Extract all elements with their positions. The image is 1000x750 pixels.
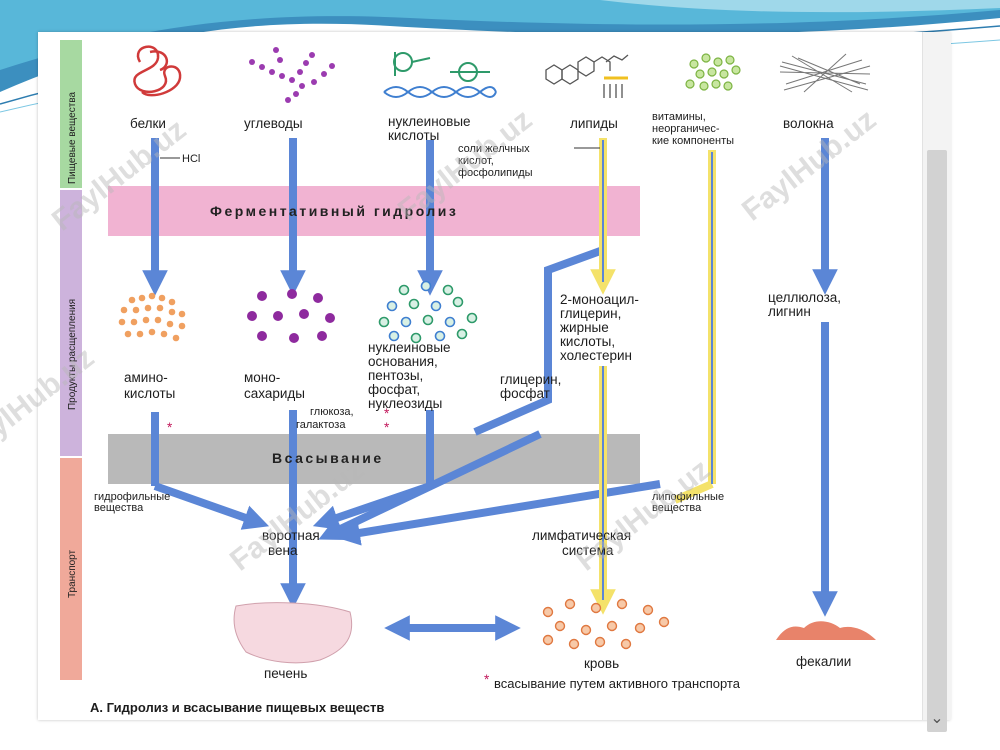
label-mono-1: моно- (244, 370, 280, 385)
nucleic-acid-icon (383, 52, 497, 98)
label-lipophilic-2: вещества (652, 502, 702, 514)
label-amino-1: амино- (124, 370, 168, 385)
legend-text: всасывание путем активного транспорта (494, 676, 741, 691)
label-hydrophilic-1: гидрофильные (94, 491, 170, 503)
monosaccharide-icon (247, 289, 335, 343)
label-hcl: HCl (182, 153, 200, 165)
label-liver: печень (264, 666, 307, 681)
caption: А. Гидролиз и всасывание пищевых веществ (90, 700, 384, 715)
absorption-band (108, 434, 640, 484)
side-bar-nutrients (60, 40, 82, 188)
label-portal-2: вена (268, 543, 298, 558)
label-feces: фекалии (796, 654, 851, 669)
lipid-icon (545, 54, 629, 98)
side-label-transport: Транспорт (67, 549, 78, 598)
label-monoacyl-3: жирные (560, 320, 609, 335)
absorption-title: Всасывание (272, 450, 384, 466)
label-blood: кровь (584, 656, 619, 671)
scrollbar[interactable]: ⌄ (922, 32, 951, 732)
label-nuc-4: фосфат, (368, 382, 420, 397)
side-bar-transport (60, 458, 82, 680)
side-label-nutrients: Пищевые вещества (67, 91, 78, 184)
label-nuc-2: основания, (368, 354, 438, 369)
label-monoacyl-4: кислоты, (560, 334, 615, 349)
label-bile-1: соли желчных (458, 143, 530, 155)
label-glycerol-2: фосфат (500, 386, 550, 401)
label-lipids: липиды (570, 116, 618, 131)
label-glucose: глюкоза, (310, 406, 354, 418)
asterisk-amino: * (167, 420, 173, 435)
label-vitamins-3: кие компоненты (652, 135, 734, 147)
diagram-frame (38, 32, 950, 720)
carbohydrate-icon (249, 47, 335, 103)
label-fibers: волокна (783, 116, 834, 131)
label-vitamins-2: неорганичес- (652, 123, 720, 135)
label-monoacyl-2: глицерин, (560, 306, 621, 321)
label-mono-2: сахариды (244, 386, 305, 401)
asterisk-glucose: * (384, 406, 390, 421)
asterisk-galactose: * (384, 420, 390, 435)
label-bile-2: кислот, (458, 155, 494, 167)
hydrolysis-band (108, 186, 640, 236)
scroll-thumb[interactable] (927, 150, 947, 732)
hydrolysis-title: Ферментативный гидролиз (210, 203, 458, 219)
label-lipophilic-1: липофильные (652, 491, 724, 503)
amino-acid-icon (118, 292, 186, 342)
label-portal-1: воротная (262, 528, 320, 543)
svg-text:FaylHub.uz: FaylHub.uz (0, 341, 100, 466)
arrows-blue (142, 138, 838, 641)
label-bile-3: фосфолипиды (458, 167, 533, 179)
label-nuc-5: нуклеозиды (368, 396, 442, 411)
side-bar-products (60, 190, 82, 456)
legend-asterisk: * (484, 672, 490, 687)
label-proteins: белки (130, 116, 166, 131)
label-glycerol-1: глицерин, (500, 372, 561, 387)
nucleotide-icon (378, 280, 478, 344)
label-monoacyl-1: 2-моноацил- (560, 292, 639, 307)
label-cellulose-2: лигнин (768, 304, 811, 319)
label-amino-2: кислоты (124, 386, 175, 401)
label-vitamins-1: витамины, (652, 111, 706, 123)
chevron-down-icon[interactable]: ⌄ (930, 708, 944, 727)
vitamin-icon (685, 53, 741, 91)
label-galactose: галактоза (296, 419, 346, 431)
label-carbs: углеводы (244, 116, 303, 131)
label-lymph-2: система (562, 543, 614, 558)
label-hydrophilic-2: вещества (94, 502, 144, 514)
feces-icon (776, 621, 876, 640)
side-label-products: Продукты расщепления (67, 299, 78, 410)
protein-icon (133, 45, 182, 97)
label-lymph-1: лимфатическая (532, 528, 631, 543)
blood-cells-icon (542, 598, 670, 650)
label-nuc-1: нуклеиновые (368, 340, 451, 355)
label-cellulose-1: целлюлоза, (768, 290, 841, 305)
label-nucleic-2: кислоты (388, 128, 439, 143)
fiber-icon (779, 53, 871, 93)
label-nucleic-1: нуклеиновые (388, 114, 471, 129)
label-nuc-3: пентозы, (368, 368, 423, 383)
label-monoacyl-5: холестерин (560, 348, 632, 363)
liver-icon (233, 602, 353, 664)
